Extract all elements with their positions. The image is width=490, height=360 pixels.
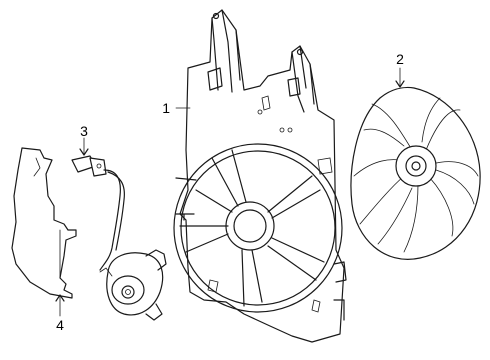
callout-3: 3 [80,123,88,139]
fan-blade [350,67,481,260]
fan-shroud [173,9,347,343]
callout-1: 1 [162,100,170,116]
callout-2: 2 [396,51,404,67]
fan-motor [71,137,167,321]
callout-4: 4 [56,317,64,333]
side-panel [11,147,77,317]
